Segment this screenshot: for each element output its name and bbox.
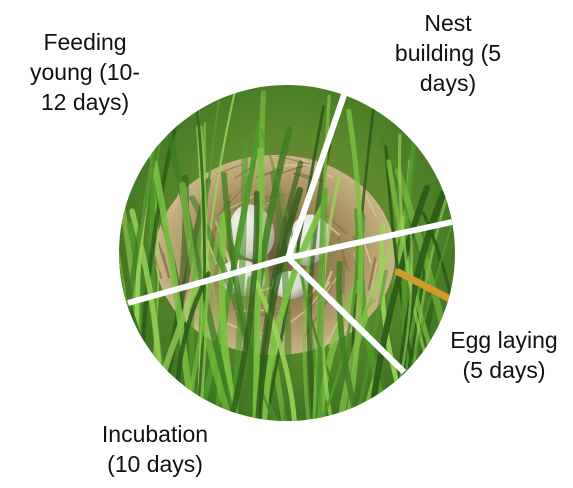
segment-label-feeding-young: Feeding young (10- 12 days) — [10, 27, 160, 117]
segment-label-egg-laying: Egg laying (5 days) — [435, 325, 573, 385]
segment-label-nest-building: Nest building (5 days) — [388, 8, 508, 98]
segment-label-incubation: Incubation (10 days) — [80, 419, 230, 479]
